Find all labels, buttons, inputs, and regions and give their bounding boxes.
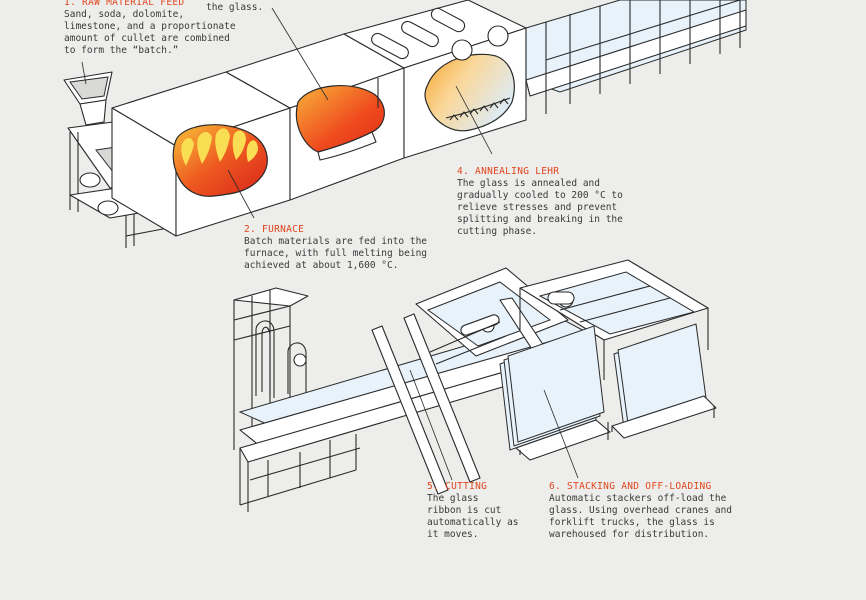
furnace [111,71,291,237]
lehr-rollers [371,7,509,61]
step-annealing-lehr: 4. ANNEALING LEHR The glass is annealed … [457,166,657,238]
step-stacking-and-off-loading: 6. STACKING AND OFF-LOADING Automatic st… [549,481,749,541]
step-title: 5. CUTTING [427,481,488,492]
glass-stack-1 [499,325,611,461]
step-text: the glass. [206,2,264,13]
glass-stack-2 [611,323,717,439]
step-furnace: 2. FURNACE Batch materials are fed into … [244,224,444,272]
step-tin-bath-text: the glass. [206,2,296,14]
annealing-lehr [343,0,527,159]
step-text: Batch materials are fed into the furnace… [244,236,428,271]
step-title: 4. ANNEALING LEHR [457,166,560,177]
lift-hooks [255,320,307,398]
top-roller-conveyor [525,0,747,114]
step-cutting: 5. CUTTING The glass ribbon is cut autom… [427,481,537,541]
step-title: 6. STACKING AND OFF-LOADING [549,481,712,492]
step-text: Sand, soda, dolomite, limestone, and a p… [64,9,236,56]
leader-lines [81,7,579,481]
overhead-frame-and-rollers [519,259,709,380]
step-title: 2. FURNACE [244,224,305,235]
step-title: 1. RAW MATERIAL FEED [64,0,185,8]
step-text: The glass ribbon is cut automatically as… [427,493,519,540]
step-text: The glass is annealed and gradually cool… [457,178,623,237]
step-text: Automatic stackers off-load the glass. U… [549,493,733,540]
step-raw-material-feed: 1. RAW MATERIAL FEED Sand, soda, dolomit… [64,0,264,57]
tin-bath [225,33,405,201]
